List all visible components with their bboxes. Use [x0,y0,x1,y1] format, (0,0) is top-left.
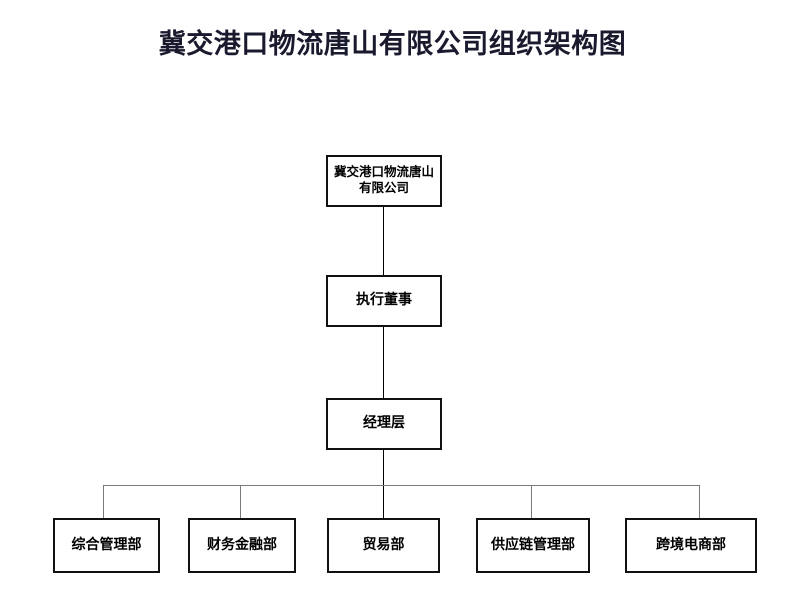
connector-company-to-director [383,207,384,275]
connector-distribution-bar [103,485,700,486]
connector-drop-dept1 [103,485,104,518]
connector-management-stem [383,450,384,518]
connector-drop-dept5 [699,485,700,518]
org-node-dept-supply-chain[interactable]: 供应链管理部 [476,518,590,573]
org-node-dept-finance[interactable]: 财务金融部 [188,518,296,573]
org-node-dept-cross-border-ecommerce[interactable]: 跨境电商部 [625,518,757,573]
connector-director-to-management [383,327,384,398]
org-node-dept-general-management[interactable]: 综合管理部 [53,518,160,573]
org-node-management[interactable]: 经理层 [326,398,442,450]
connector-drop-dept2 [240,485,241,518]
page-title: 冀交港口物流唐山有限公司组织架构图 [158,29,627,59]
org-node-dept-trade[interactable]: 贸易部 [327,518,440,573]
connector-drop-dept4 [531,485,532,518]
org-node-executive-director[interactable]: 执行董事 [326,275,442,327]
org-node-company[interactable]: 冀交港口物流唐山有限公司 [326,155,442,207]
